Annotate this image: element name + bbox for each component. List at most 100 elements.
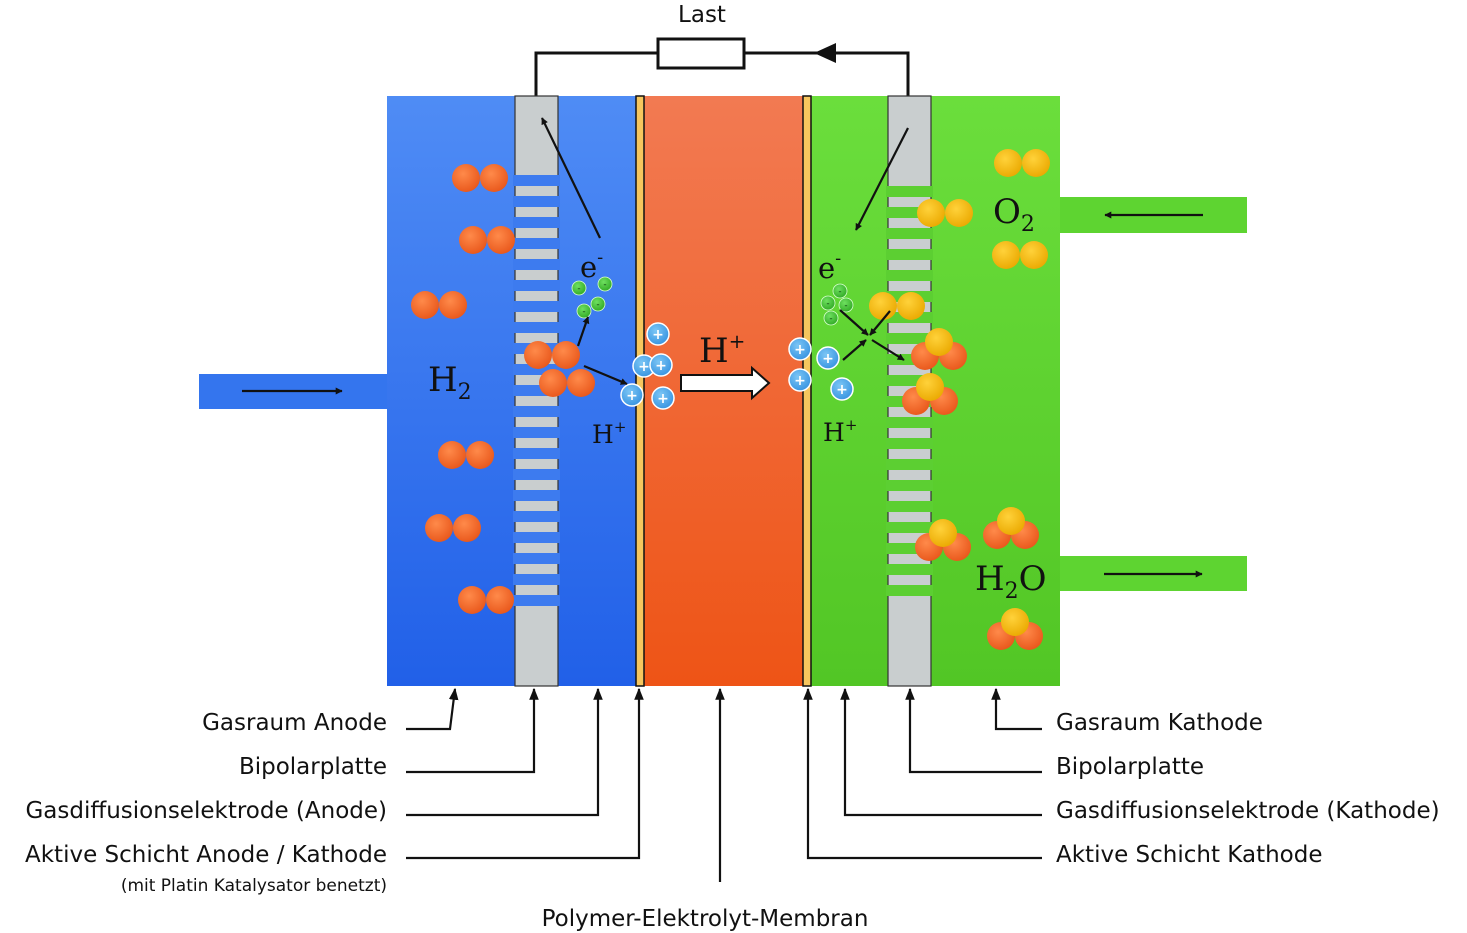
cathode-flow-channel	[886, 228, 933, 239]
cathode-flow-channel	[886, 354, 933, 365]
electron-to-plate-arrow	[541, 117, 601, 239]
leader-lines	[406, 687, 1042, 882]
anode-flow-channel	[513, 238, 560, 249]
label-aktive-schicht-note: (mit Platin Katalysator benetzt)	[121, 876, 387, 896]
cathode-flow-channel	[886, 543, 933, 554]
anode-flow-channel	[513, 490, 560, 501]
water-molecule	[983, 507, 1039, 549]
label-gasraum-anode: Gasraum Anode	[202, 710, 387, 736]
electron: -	[576, 303, 592, 319]
o2-molecule	[917, 199, 973, 227]
cathode-flow-channel	[886, 375, 933, 386]
electron: -	[571, 280, 587, 296]
proton: +	[830, 377, 854, 401]
water-molecule	[915, 519, 971, 561]
proton: +	[649, 353, 673, 377]
plus-sign: +	[657, 391, 669, 407]
current-direction-arrow	[814, 43, 836, 63]
h2-to-proton-arrow	[583, 364, 628, 386]
anode-flow-channel	[513, 574, 560, 585]
h2-molecule	[458, 586, 514, 614]
h2-molecule	[459, 226, 515, 254]
plus-sign: +	[626, 388, 638, 404]
proton: +	[651, 386, 675, 410]
cathode-active-layer	[802, 95, 812, 687]
proton-transport-arrow	[680, 365, 771, 401]
h2o-formula: H2O	[975, 559, 1047, 604]
minus-sign: -	[844, 301, 847, 311]
label-aktive-schicht-kathode: Aktive Schicht Kathode	[1056, 842, 1323, 868]
label-bipolarplatte-kathode: Bipolarplatte	[1056, 754, 1204, 780]
minus-sign: -	[596, 300, 599, 310]
water-molecule	[911, 328, 967, 370]
anode-flow-channels	[513, 175, 560, 606]
minus-sign: -	[838, 287, 841, 297]
external-circuit	[534, 37, 910, 96]
electron-anode-formula: e-	[580, 247, 603, 284]
label-bipolarplatte-anode: Bipolarplatte	[239, 754, 387, 780]
minus-sign: -	[582, 307, 585, 317]
reaction-arrows	[541, 117, 909, 401]
plus-sign: +	[836, 382, 848, 398]
water-molecule	[987, 608, 1043, 650]
cathode-flow-channel	[886, 249, 933, 260]
o2-molecule	[994, 149, 1050, 177]
anode-flow-channel	[513, 280, 560, 291]
h2-formula: H2	[428, 360, 472, 405]
plate-to-electron-arrow	[855, 127, 909, 231]
electron-to-reaction-arrow	[839, 309, 869, 336]
proton-cathode-formula: H+	[823, 416, 857, 447]
anode-flow-channel	[513, 511, 560, 522]
cathode-flow-channel	[886, 207, 933, 218]
o2-formula: O2	[993, 192, 1035, 237]
cathode-flow-channel	[886, 564, 933, 575]
anode-flow-channel	[513, 385, 560, 396]
cathode-flow-channel	[886, 186, 933, 197]
plus-sign: +	[655, 358, 667, 374]
reaction-to-water-arrow	[871, 339, 905, 361]
proton: +	[816, 346, 840, 370]
h2-molecule	[438, 441, 494, 469]
anode-flow-channel	[513, 301, 560, 312]
cathode-flow-channel	[886, 459, 933, 470]
electron: -	[597, 276, 613, 292]
anode-flow-channel	[513, 595, 560, 606]
anode-flow-channel	[513, 175, 560, 186]
anode-flow-channel	[513, 364, 560, 375]
h2-molecule	[425, 514, 481, 542]
cathode-flow-channel	[886, 522, 933, 533]
water-molecule	[902, 373, 958, 415]
anode-flow-channel	[513, 427, 560, 438]
cathode-flow-channel	[886, 480, 933, 491]
proton-to-reaction-arrow	[842, 339, 867, 361]
o2-molecule	[992, 241, 1048, 269]
anode-flow-channel	[513, 469, 560, 480]
h2-molecule	[411, 291, 467, 319]
proton: +	[788, 337, 812, 361]
load-label: Last	[678, 2, 726, 28]
molecules: ----+++++++++----	[411, 149, 1050, 650]
cathode-flow-channel	[886, 438, 933, 449]
electron: -	[832, 283, 848, 299]
anode-flow-channel	[513, 532, 560, 543]
label-gde-anode: Gasdiffusionselektrode (Anode)	[25, 798, 387, 824]
anode-gas-chamber	[387, 96, 637, 686]
anode-flow-channel	[513, 448, 560, 459]
load-resistor	[656, 37, 746, 70]
minus-sign: -	[603, 280, 606, 290]
minus-sign: -	[826, 299, 829, 309]
electron: -	[823, 310, 839, 326]
electron: -	[820, 295, 836, 311]
anode-flow-channel	[513, 196, 560, 207]
label-aktive-schicht: Aktive Schicht Anode / Kathode	[25, 842, 387, 868]
anode-flow-channel	[513, 322, 560, 333]
o2-molecule	[869, 292, 925, 320]
anode-flow-channel	[513, 259, 560, 270]
plus-sign: +	[794, 342, 806, 358]
label-gasraum-kathode: Gasraum Kathode	[1056, 710, 1263, 736]
label-membran: Polymer-Elektrolyt-Membran	[542, 906, 869, 932]
proton: +	[620, 383, 644, 407]
cathode-flow-channel	[886, 585, 933, 596]
anode-flow-channel	[513, 553, 560, 564]
